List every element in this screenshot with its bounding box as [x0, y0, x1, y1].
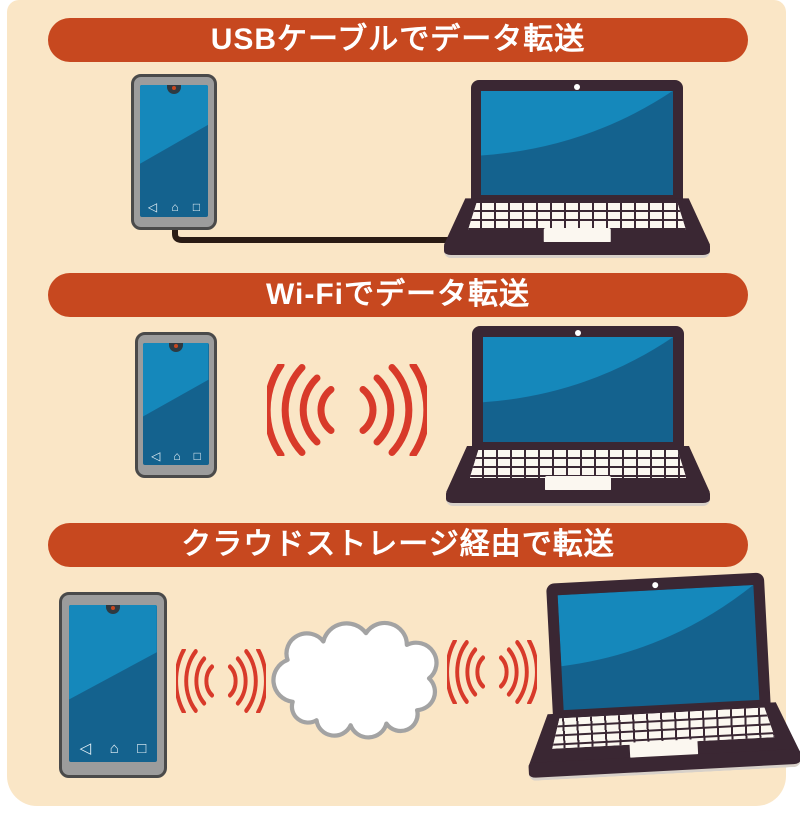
phone-nav-bar: ◁ ⌂ □ — [80, 741, 147, 756]
laptop-display — [557, 584, 760, 710]
home-icon: ⌂ — [171, 199, 179, 214]
laptop-usb — [444, 80, 710, 258]
wireless-waves-left-icon — [176, 649, 266, 713]
wireless-waves-right-icon — [447, 640, 537, 704]
banner-wifi-title: Wi-Fiでデータ転送 — [265, 278, 531, 311]
phone-camera-icon — [106, 604, 120, 614]
recents-icon: □ — [192, 199, 201, 214]
laptop-base — [446, 445, 710, 493]
laptop-base — [444, 198, 710, 245]
laptop-screen — [470, 80, 684, 202]
back-icon: ◁ — [79, 740, 92, 758]
webcam-icon — [574, 330, 581, 336]
laptop-trackpad — [545, 475, 611, 491]
laptop-trackpad — [543, 227, 611, 243]
laptop-keyboard — [469, 449, 687, 478]
webcam-icon — [573, 84, 580, 90]
wifi-waves-icon — [267, 364, 427, 456]
banner-cloud-transfer: クラウドストレージ経由で転送 — [48, 523, 748, 567]
banner-usb-transfer: USBケーブルでデータ転送 — [48, 18, 748, 62]
laptop-display — [481, 90, 673, 195]
smartphone-cloud: ◁ ⌂ □ — [59, 592, 167, 778]
banner-cloud-title: クラウドストレージ経由で転送 — [181, 528, 615, 561]
phone-screen: ◁ ⌂ □ — [143, 342, 209, 466]
phone-camera-icon — [169, 342, 183, 352]
recents-icon: □ — [193, 448, 201, 463]
banner-usb-title: USBケーブルでデータ転送 — [210, 23, 586, 56]
laptop-cloud — [519, 571, 800, 781]
laptop-display — [482, 337, 674, 443]
back-icon: ◁ — [151, 448, 161, 463]
laptop-screen — [472, 326, 684, 449]
home-icon: ⌂ — [109, 740, 119, 758]
webcam-icon — [652, 581, 659, 589]
back-icon: ◁ — [147, 199, 158, 214]
laptop-bottom-edge — [444, 241, 710, 258]
smartphone-usb: ◁ ⌂ □ — [131, 74, 217, 230]
phone-screen: ◁ ⌂ □ — [139, 85, 209, 217]
phone-nav-bar: ◁ ⌂ □ — [148, 201, 200, 213]
phone-screen: ◁ ⌂ □ — [69, 604, 157, 763]
laptop-screen — [546, 572, 771, 717]
laptop-bottom-edge — [446, 489, 710, 506]
laptop-keyboard — [467, 202, 687, 231]
smartphone-wifi: ◁ ⌂ □ — [135, 332, 217, 478]
cloud-storage-icon — [271, 620, 439, 740]
phone-nav-bar: ◁ ⌂ □ — [151, 450, 201, 462]
recents-icon: □ — [137, 740, 147, 758]
phone-camera-icon — [167, 85, 181, 95]
laptop-wifi — [446, 326, 710, 506]
home-icon: ⌂ — [173, 448, 181, 463]
banner-wifi-transfer: Wi-Fiでデータ転送 — [48, 273, 748, 317]
